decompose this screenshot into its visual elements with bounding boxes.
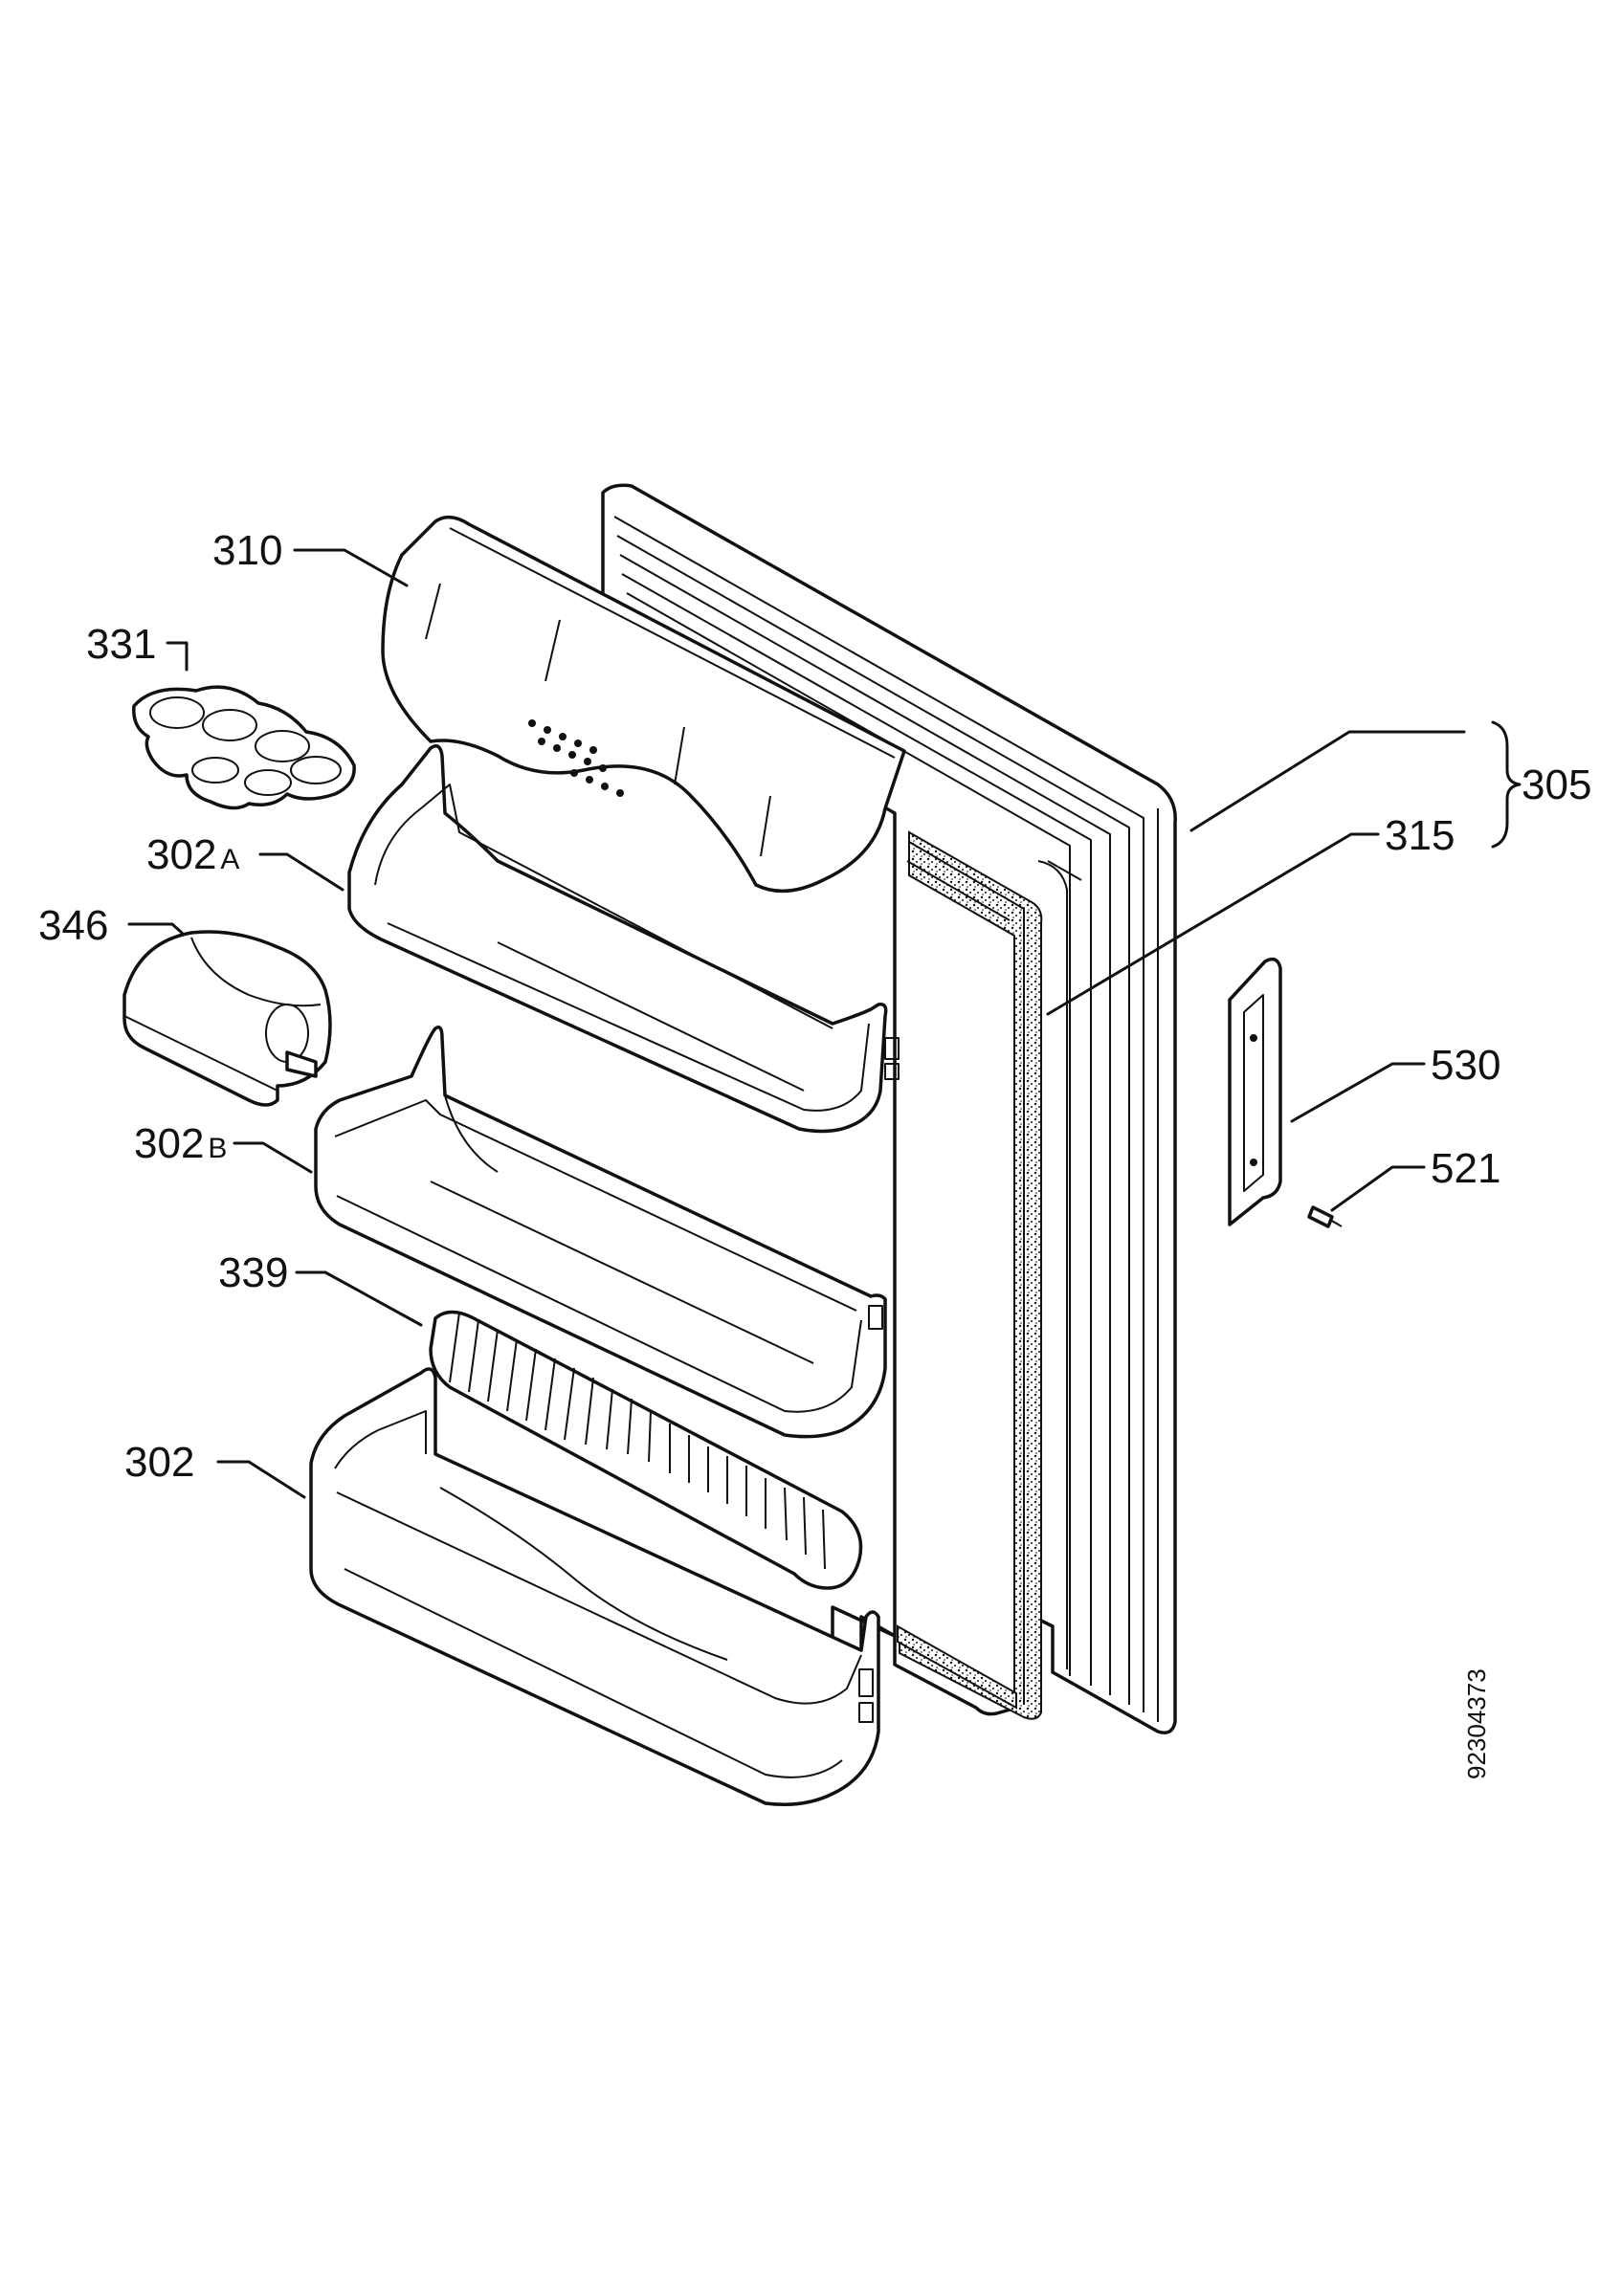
door-gasket xyxy=(897,830,1043,1720)
callout-302: 302 xyxy=(124,1439,194,1486)
door-shelf-302b xyxy=(314,1026,887,1439)
callout-310: 310 xyxy=(212,527,282,574)
door-handle xyxy=(1228,957,1282,1226)
leader-lines xyxy=(127,548,1522,1499)
bottle-retainer xyxy=(429,1310,863,1590)
bottle-shelf-302 xyxy=(309,1367,880,1806)
callout-315: 315 xyxy=(1385,812,1455,859)
callout-305: 305 xyxy=(1522,762,1591,808)
document-number: 92304373 xyxy=(1462,1668,1491,1779)
egg-tray xyxy=(132,685,356,810)
callout-521: 521 xyxy=(1431,1145,1500,1192)
callout-346: 346 xyxy=(38,902,108,949)
door-shelf-302a xyxy=(347,744,900,1134)
callout-530: 530 xyxy=(1431,1042,1500,1089)
callout-339: 339 xyxy=(218,1249,288,1296)
butter-dish xyxy=(122,930,332,1107)
dairy-flap xyxy=(381,515,906,894)
screw xyxy=(1307,1205,1343,1228)
callout-331: 331 xyxy=(86,621,156,668)
